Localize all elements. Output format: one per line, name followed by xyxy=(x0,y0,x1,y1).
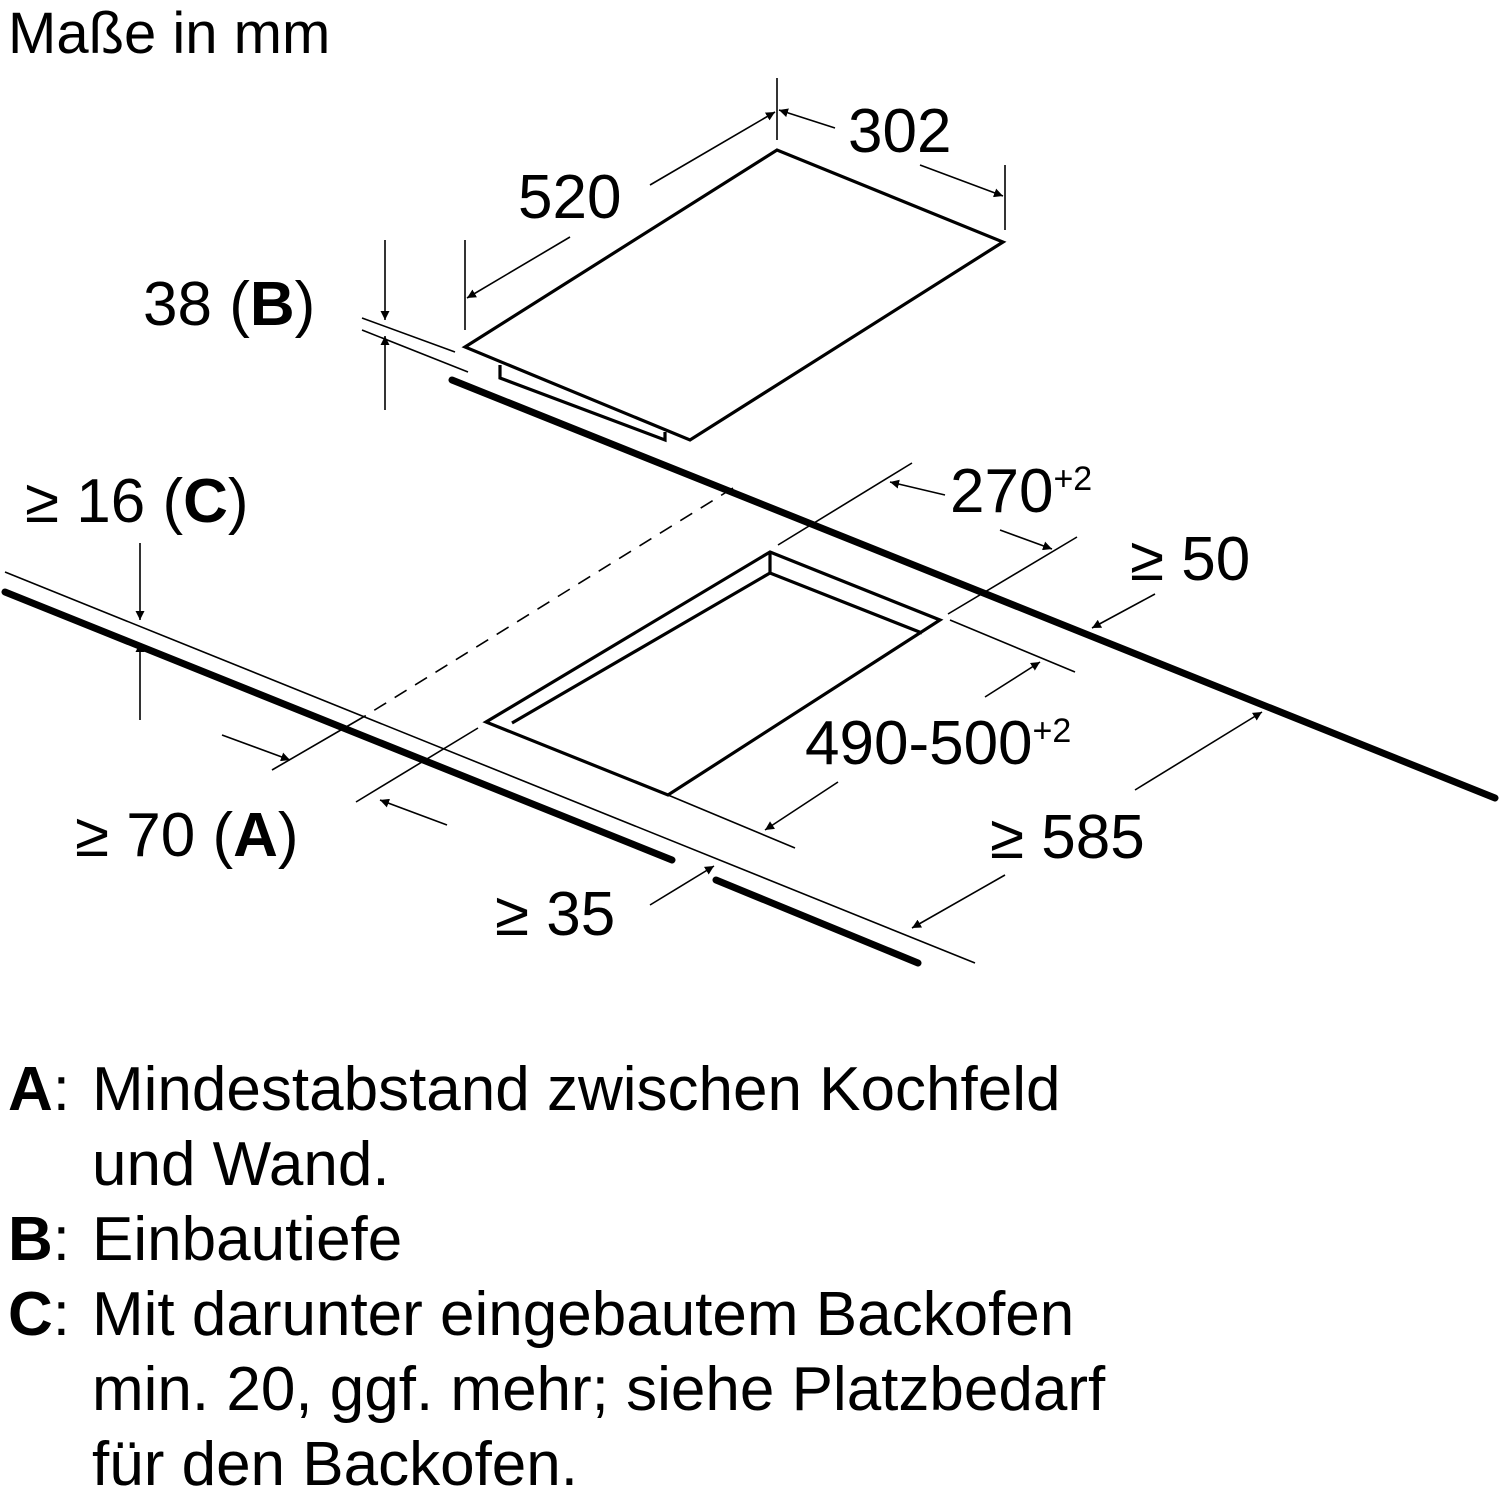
installation-diagram: .thin{stroke:#000;stroke-width:1.6;fill:… xyxy=(1,78,1499,967)
dim-16-label: ≥ 16 (C) xyxy=(25,467,249,536)
dim-490-label: 490-500+2 xyxy=(805,709,1071,778)
legend-key: A xyxy=(8,1055,53,1124)
dim-520-label: 520 xyxy=(518,163,621,232)
legend-item-b: B: Einbautiefe xyxy=(8,1202,1105,1277)
dim-302-label: 302 xyxy=(848,97,951,166)
dim-35-label: ≥ 35 xyxy=(495,880,615,949)
cutout-drawing xyxy=(271,462,1078,803)
legend-line: Mindestabstand zwischen Kochfeld xyxy=(92,1055,1061,1124)
dim-270-label: 270+2 xyxy=(950,457,1092,526)
dim-585-label: ≥ 585 xyxy=(990,803,1145,872)
legend-line: min. 20, ggf. mehr; siehe Platzbedarf xyxy=(92,1355,1106,1424)
legend-text: Einbautiefe xyxy=(92,1205,403,1274)
legend-line: Mit darunter eingebautem Backofen xyxy=(92,1280,1075,1349)
countertop-drawing xyxy=(1,376,1499,967)
diagram-title: Maße in mm xyxy=(8,1,331,66)
dim-38-label: 38 (B) xyxy=(143,270,315,339)
legend-line: und Wand. xyxy=(92,1130,390,1199)
dimension-lines xyxy=(135,78,1263,929)
dim-50-label: ≥ 50 xyxy=(1130,525,1250,594)
legend-key: C xyxy=(8,1280,53,1349)
hob-drawing xyxy=(461,148,1007,443)
legend-line: für den Backofen. xyxy=(92,1430,578,1499)
legend-key: B xyxy=(8,1205,53,1274)
dim-70-label: ≥ 70 (A) xyxy=(75,801,299,870)
